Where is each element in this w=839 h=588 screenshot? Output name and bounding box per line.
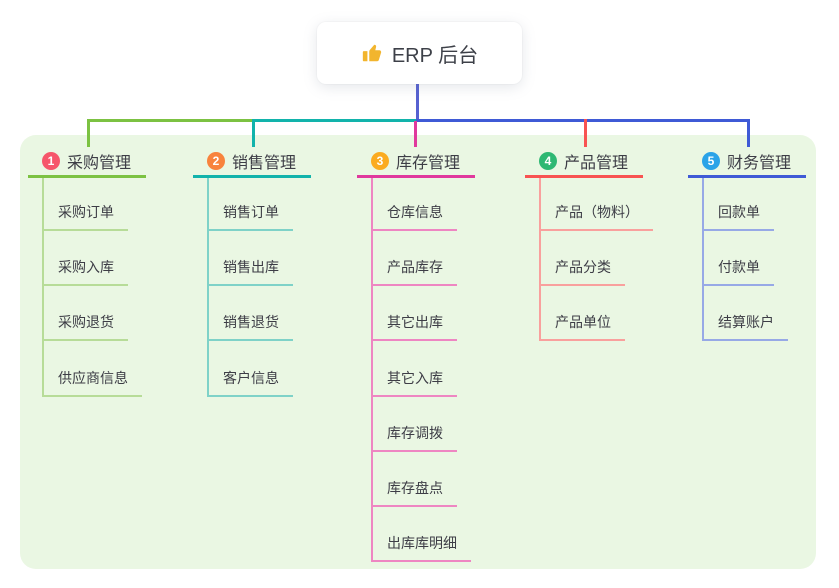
child-node-label: 出库库明细 [387, 535, 457, 551]
branch-label: 采购管理 [67, 155, 132, 172]
branch-drop-line [414, 121, 417, 147]
child-node-label: 供应商信息 [58, 370, 128, 386]
child-node-label: 结算账户 [718, 314, 774, 330]
child-node[interactable]: 库存调拨 [371, 416, 457, 452]
branch-drop-line [87, 119, 90, 147]
child-node[interactable]: 销售退货 [207, 305, 293, 341]
branch-label: 财务管理 [727, 155, 792, 172]
child-node[interactable]: 其它出库 [371, 305, 457, 341]
branch-node-1[interactable]: 1 采购管理 [28, 147, 146, 178]
branch-number-badge: 5 [702, 152, 720, 170]
branch-spine-line [42, 178, 44, 397]
child-node-label: 采购订单 [58, 204, 114, 220]
branch-node-5[interactable]: 5 财务管理 [688, 147, 806, 178]
root-title: ERP 后台 [391, 44, 479, 67]
branch-number-badge: 2 [207, 152, 225, 170]
branch-label: 库存管理 [396, 155, 461, 172]
child-node[interactable]: 回款单 [702, 195, 774, 231]
child-node-label: 销售出库 [223, 259, 279, 275]
trunk-segment-mid [252, 119, 417, 122]
branch-number-badge: 1 [42, 152, 60, 170]
child-node-label: 回款单 [718, 204, 760, 220]
child-node-label: 库存盘点 [387, 480, 443, 496]
child-node-label: 产品分类 [555, 259, 611, 275]
branch-node-4[interactable]: 4 产品管理 [525, 147, 643, 178]
child-node[interactable]: 销售出库 [207, 250, 293, 286]
child-node[interactable]: 出库库明细 [371, 526, 471, 562]
child-node[interactable]: 销售订单 [207, 195, 293, 231]
branch-drop-line [747, 119, 750, 147]
child-node-label: 其它出库 [387, 314, 443, 330]
child-node[interactable]: 结算账户 [702, 305, 788, 341]
child-node[interactable]: 采购订单 [42, 195, 128, 231]
child-node[interactable]: 采购入库 [42, 250, 128, 286]
child-node[interactable]: 供应商信息 [42, 361, 142, 397]
branch-spine-line [207, 178, 209, 397]
child-node[interactable]: 产品单位 [539, 305, 625, 341]
child-node[interactable]: 仓库信息 [371, 195, 457, 231]
child-node[interactable]: 采购退货 [42, 305, 128, 341]
branch-number-badge: 4 [539, 152, 557, 170]
root-connector-line [416, 84, 419, 122]
child-node-label: 客户信息 [223, 370, 279, 386]
branch-drop-line [584, 119, 587, 147]
branch-spine-line [702, 178, 704, 341]
branch-drop-line [252, 119, 255, 147]
child-node-label: 仓库信息 [387, 204, 443, 220]
child-node[interactable]: 付款单 [702, 250, 774, 286]
child-node-label: 销售退货 [223, 314, 279, 330]
child-node-label: 付款单 [718, 259, 760, 275]
child-node-label: 产品库存 [387, 259, 443, 275]
branch-label: 产品管理 [564, 155, 629, 172]
child-node-label: 采购退货 [58, 314, 114, 330]
child-node-label: 库存调拨 [387, 425, 443, 441]
branch-node-2[interactable]: 2 销售管理 [193, 147, 311, 178]
child-node[interactable]: 库存盘点 [371, 471, 457, 507]
child-node-label: 产品单位 [555, 314, 611, 330]
thumbs-up-icon [361, 42, 383, 64]
branch-spine-line [371, 178, 373, 562]
child-node[interactable]: 产品（物料） [539, 195, 653, 231]
branches-panel [20, 135, 816, 569]
child-node[interactable]: 客户信息 [207, 361, 293, 397]
root-node[interactable]: ERP 后台 [317, 22, 522, 84]
child-node[interactable]: 产品库存 [371, 250, 457, 286]
child-node-label: 销售订单 [223, 204, 279, 220]
branch-spine-line [539, 178, 541, 341]
branch-label: 销售管理 [232, 155, 297, 172]
branch-number-badge: 3 [371, 152, 389, 170]
child-node-label: 采购入库 [58, 259, 114, 275]
trunk-segment-right [416, 119, 750, 122]
child-node-label: 其它入库 [387, 370, 443, 386]
child-node[interactable]: 其它入库 [371, 361, 457, 397]
child-node-label: 产品（物料） [555, 204, 639, 220]
branch-node-3[interactable]: 3 库存管理 [357, 147, 475, 178]
child-node[interactable]: 产品分类 [539, 250, 625, 286]
